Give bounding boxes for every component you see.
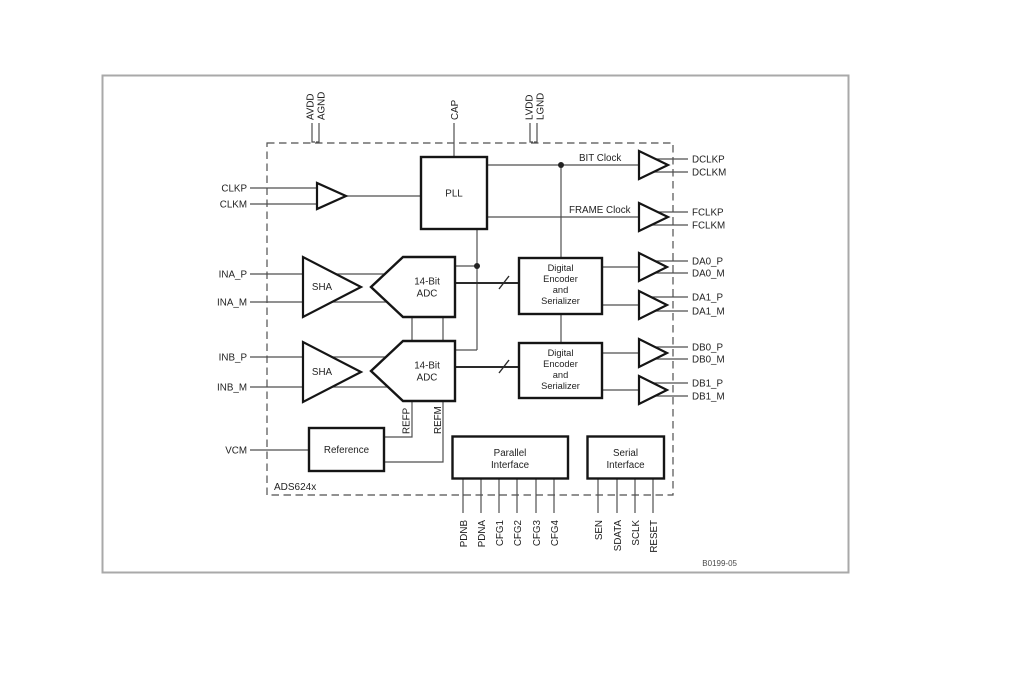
labels: AVDD AGND CAP LVDD LGND CLKP CLKM INA_P … bbox=[217, 92, 737, 568]
pin-label-ina-p: INA_P bbox=[219, 270, 248, 281]
pin-label-cfg1: CFG1 bbox=[495, 520, 506, 546]
pll-label: PLL bbox=[445, 189, 463, 200]
encoder-b-label-line2: Encoder bbox=[543, 359, 578, 369]
bit-clock-junction-dot bbox=[558, 162, 564, 168]
pin-label-fclkm: FCLKM bbox=[692, 221, 725, 232]
pin-label-cfg4: CFG4 bbox=[550, 519, 561, 546]
pin-label-db0-m: DB0_M bbox=[692, 355, 725, 366]
pin-label-cap: CAP bbox=[450, 99, 461, 120]
pin-label-pdnb: PDNB bbox=[459, 520, 470, 548]
pin-label-vcm: VCM bbox=[225, 446, 247, 457]
encoder-b-label-line4: Serializer bbox=[541, 381, 580, 391]
encoder-b-label-line1: Digital bbox=[548, 348, 574, 358]
refm-label: REFM bbox=[433, 406, 444, 434]
pin-label-avdd: AVDD bbox=[306, 94, 317, 121]
pin-label-clkm: CLKM bbox=[220, 200, 247, 211]
blocks bbox=[301, 149, 671, 480]
pin-label-dclkp: DCLKP bbox=[692, 155, 725, 166]
pin-label-lvdd: LVDD bbox=[525, 95, 536, 120]
parallel-interface-label-line1: Parallel bbox=[494, 448, 527, 459]
da0-output-buffer bbox=[637, 251, 670, 283]
sha-a-block bbox=[301, 255, 364, 319]
chip-name-label: ADS624x bbox=[274, 482, 316, 493]
reference-block bbox=[307, 426, 386, 473]
parallel-interface-block bbox=[451, 435, 570, 480]
pin-label-dclkm: DCLKM bbox=[692, 168, 726, 179]
adc-b-label-line2: ADC bbox=[417, 373, 438, 384]
agnd-pin-wire bbox=[316, 123, 320, 143]
adc-b-block bbox=[369, 339, 457, 403]
pin-label-da0-m: DA0_M bbox=[692, 269, 725, 280]
sha-b-block bbox=[301, 340, 364, 404]
pin-label-sclk: SCLK bbox=[631, 520, 642, 546]
sha-a-label: SHA bbox=[312, 282, 333, 293]
lvdd-pin-wire bbox=[529, 123, 533, 143]
pin-label-db1-m: DB1_M bbox=[692, 392, 725, 403]
pin-label-ina-m: INA_M bbox=[217, 298, 247, 309]
pin-label-sdata: SDATA bbox=[613, 520, 624, 552]
pin-label-reset: RESET bbox=[649, 520, 660, 553]
pin-label-da0-p: DA0_P bbox=[692, 257, 724, 268]
pin-label-cfg3: CFG3 bbox=[532, 519, 543, 546]
lgnd-pin-wire bbox=[534, 123, 538, 143]
parallel-interface-label-line2: Interface bbox=[491, 460, 530, 471]
pin-label-db1-p: DB1_P bbox=[692, 379, 724, 390]
clock-input-buffer bbox=[315, 181, 349, 211]
pin-label-lgnd: LGND bbox=[536, 93, 547, 120]
db1-output-buffer bbox=[637, 374, 670, 406]
adc-clock-junction-dot bbox=[474, 263, 480, 269]
dclk-output-buffer bbox=[637, 149, 671, 181]
db0-output-buffer bbox=[637, 337, 670, 369]
encoder-serializer-a-block bbox=[517, 256, 604, 316]
pin-label-pdna: PDNA bbox=[477, 520, 488, 548]
figure-frame bbox=[101, 74, 850, 574]
figure-code: B0199-05 bbox=[702, 559, 737, 568]
avdd-pin-wire bbox=[311, 123, 315, 143]
pin-label-fclkp: FCLKP bbox=[692, 208, 724, 219]
pin-label-inb-p: INB_P bbox=[219, 353, 248, 364]
pin-label-da1-p: DA1_P bbox=[692, 293, 724, 304]
pin-label-db0-p: DB0_P bbox=[692, 343, 724, 354]
bus-b-slash bbox=[498, 359, 510, 374]
adc-a-block bbox=[369, 255, 457, 319]
frame-clock-label: FRAME Clock bbox=[569, 205, 631, 216]
reference-label: Reference bbox=[324, 445, 370, 456]
adc-a-label-line2: ADC bbox=[417, 289, 438, 300]
encoder-a-label-line1: Digital bbox=[548, 263, 574, 273]
chip-boundary bbox=[266, 142, 674, 496]
pin-label-agnd: AGND bbox=[317, 92, 328, 120]
da1-output-buffer bbox=[637, 289, 670, 321]
serial-interface-block bbox=[586, 435, 666, 480]
encoder-a-label-line3: and bbox=[553, 285, 569, 295]
pin-label-inb-m: INB_M bbox=[217, 383, 247, 394]
refp-label: REFP bbox=[402, 407, 413, 434]
adc-b-label-line1: 14-Bit bbox=[414, 361, 440, 372]
serial-interface-label-line1: Serial bbox=[613, 448, 638, 459]
adc-a-label-line1: 14-Bit bbox=[414, 277, 440, 288]
serial-interface-label-line2: Interface bbox=[606, 460, 645, 471]
bus-a-slash bbox=[498, 275, 510, 290]
pll-block bbox=[419, 155, 489, 231]
bit-clock-label: BIT Clock bbox=[579, 153, 621, 164]
encoder-serializer-b-block bbox=[517, 341, 604, 400]
encoder-a-label-line4: Serializer bbox=[541, 296, 580, 306]
pin-label-cfg2: CFG2 bbox=[513, 520, 524, 546]
encoder-a-label-line2: Encoder bbox=[543, 274, 578, 284]
pin-label-sen: SEN bbox=[594, 520, 605, 540]
fclk-output-buffer bbox=[637, 201, 671, 233]
sha-b-label: SHA bbox=[312, 367, 333, 378]
pin-label-clkp: CLKP bbox=[221, 184, 247, 195]
encoder-b-label-line3: and bbox=[553, 370, 569, 380]
pin-label-da1-m: DA1_M bbox=[692, 307, 725, 318]
